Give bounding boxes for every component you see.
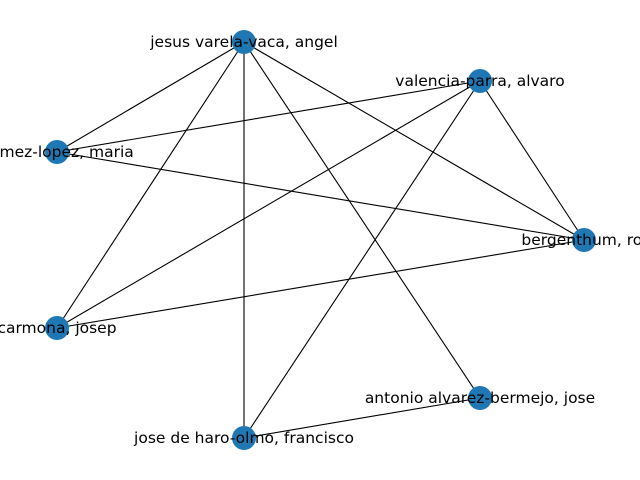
- node-label-carmona: carmona, josep: [0, 319, 117, 337]
- edge-valencia-carmona: [56, 80, 481, 329]
- edge-jesus-carmona: [56, 41, 245, 329]
- edge-valencia-bergenthum: [479, 80, 585, 241]
- node-antonio: [468, 386, 492, 410]
- edge-gomez-bergenthum: [56, 151, 585, 241]
- node-label-jesus: jesus varela-vaca, angel: [149, 33, 338, 51]
- edge-jesus-antonio: [243, 41, 481, 399]
- node-label-bergenthum: bergenthum, rol: [521, 231, 640, 249]
- edge-valencia-gomez: [56, 80, 481, 153]
- edge-jose-antonio: [243, 397, 481, 439]
- edges-layer: [56, 41, 585, 439]
- edge-jesus-gomez: [56, 41, 245, 153]
- node-label-jose: jose de haro-olmo, francisco: [133, 429, 354, 447]
- node-label-antonio: antonio alvarez-bermejo, jose: [365, 389, 595, 407]
- node-jesus: [232, 30, 256, 54]
- edge-jesus-bergenthum: [243, 41, 585, 241]
- node-label-valencia: valencia-parra, alvaro: [395, 72, 564, 90]
- node-label-gomez: gomez-lopez, maria: [0, 143, 134, 161]
- node-valencia: [468, 69, 492, 93]
- labels-layer: jesus varela-vaca, angel valencia-parra, …: [0, 33, 640, 447]
- node-jose: [232, 426, 256, 450]
- edge-valencia-jose: [243, 80, 481, 439]
- nodes-layer: [45, 30, 596, 450]
- node-carmona: [45, 316, 69, 340]
- node-gomez: [45, 140, 69, 164]
- edge-carmona-bergenthum: [56, 239, 585, 329]
- node-bergenthum: [572, 228, 596, 252]
